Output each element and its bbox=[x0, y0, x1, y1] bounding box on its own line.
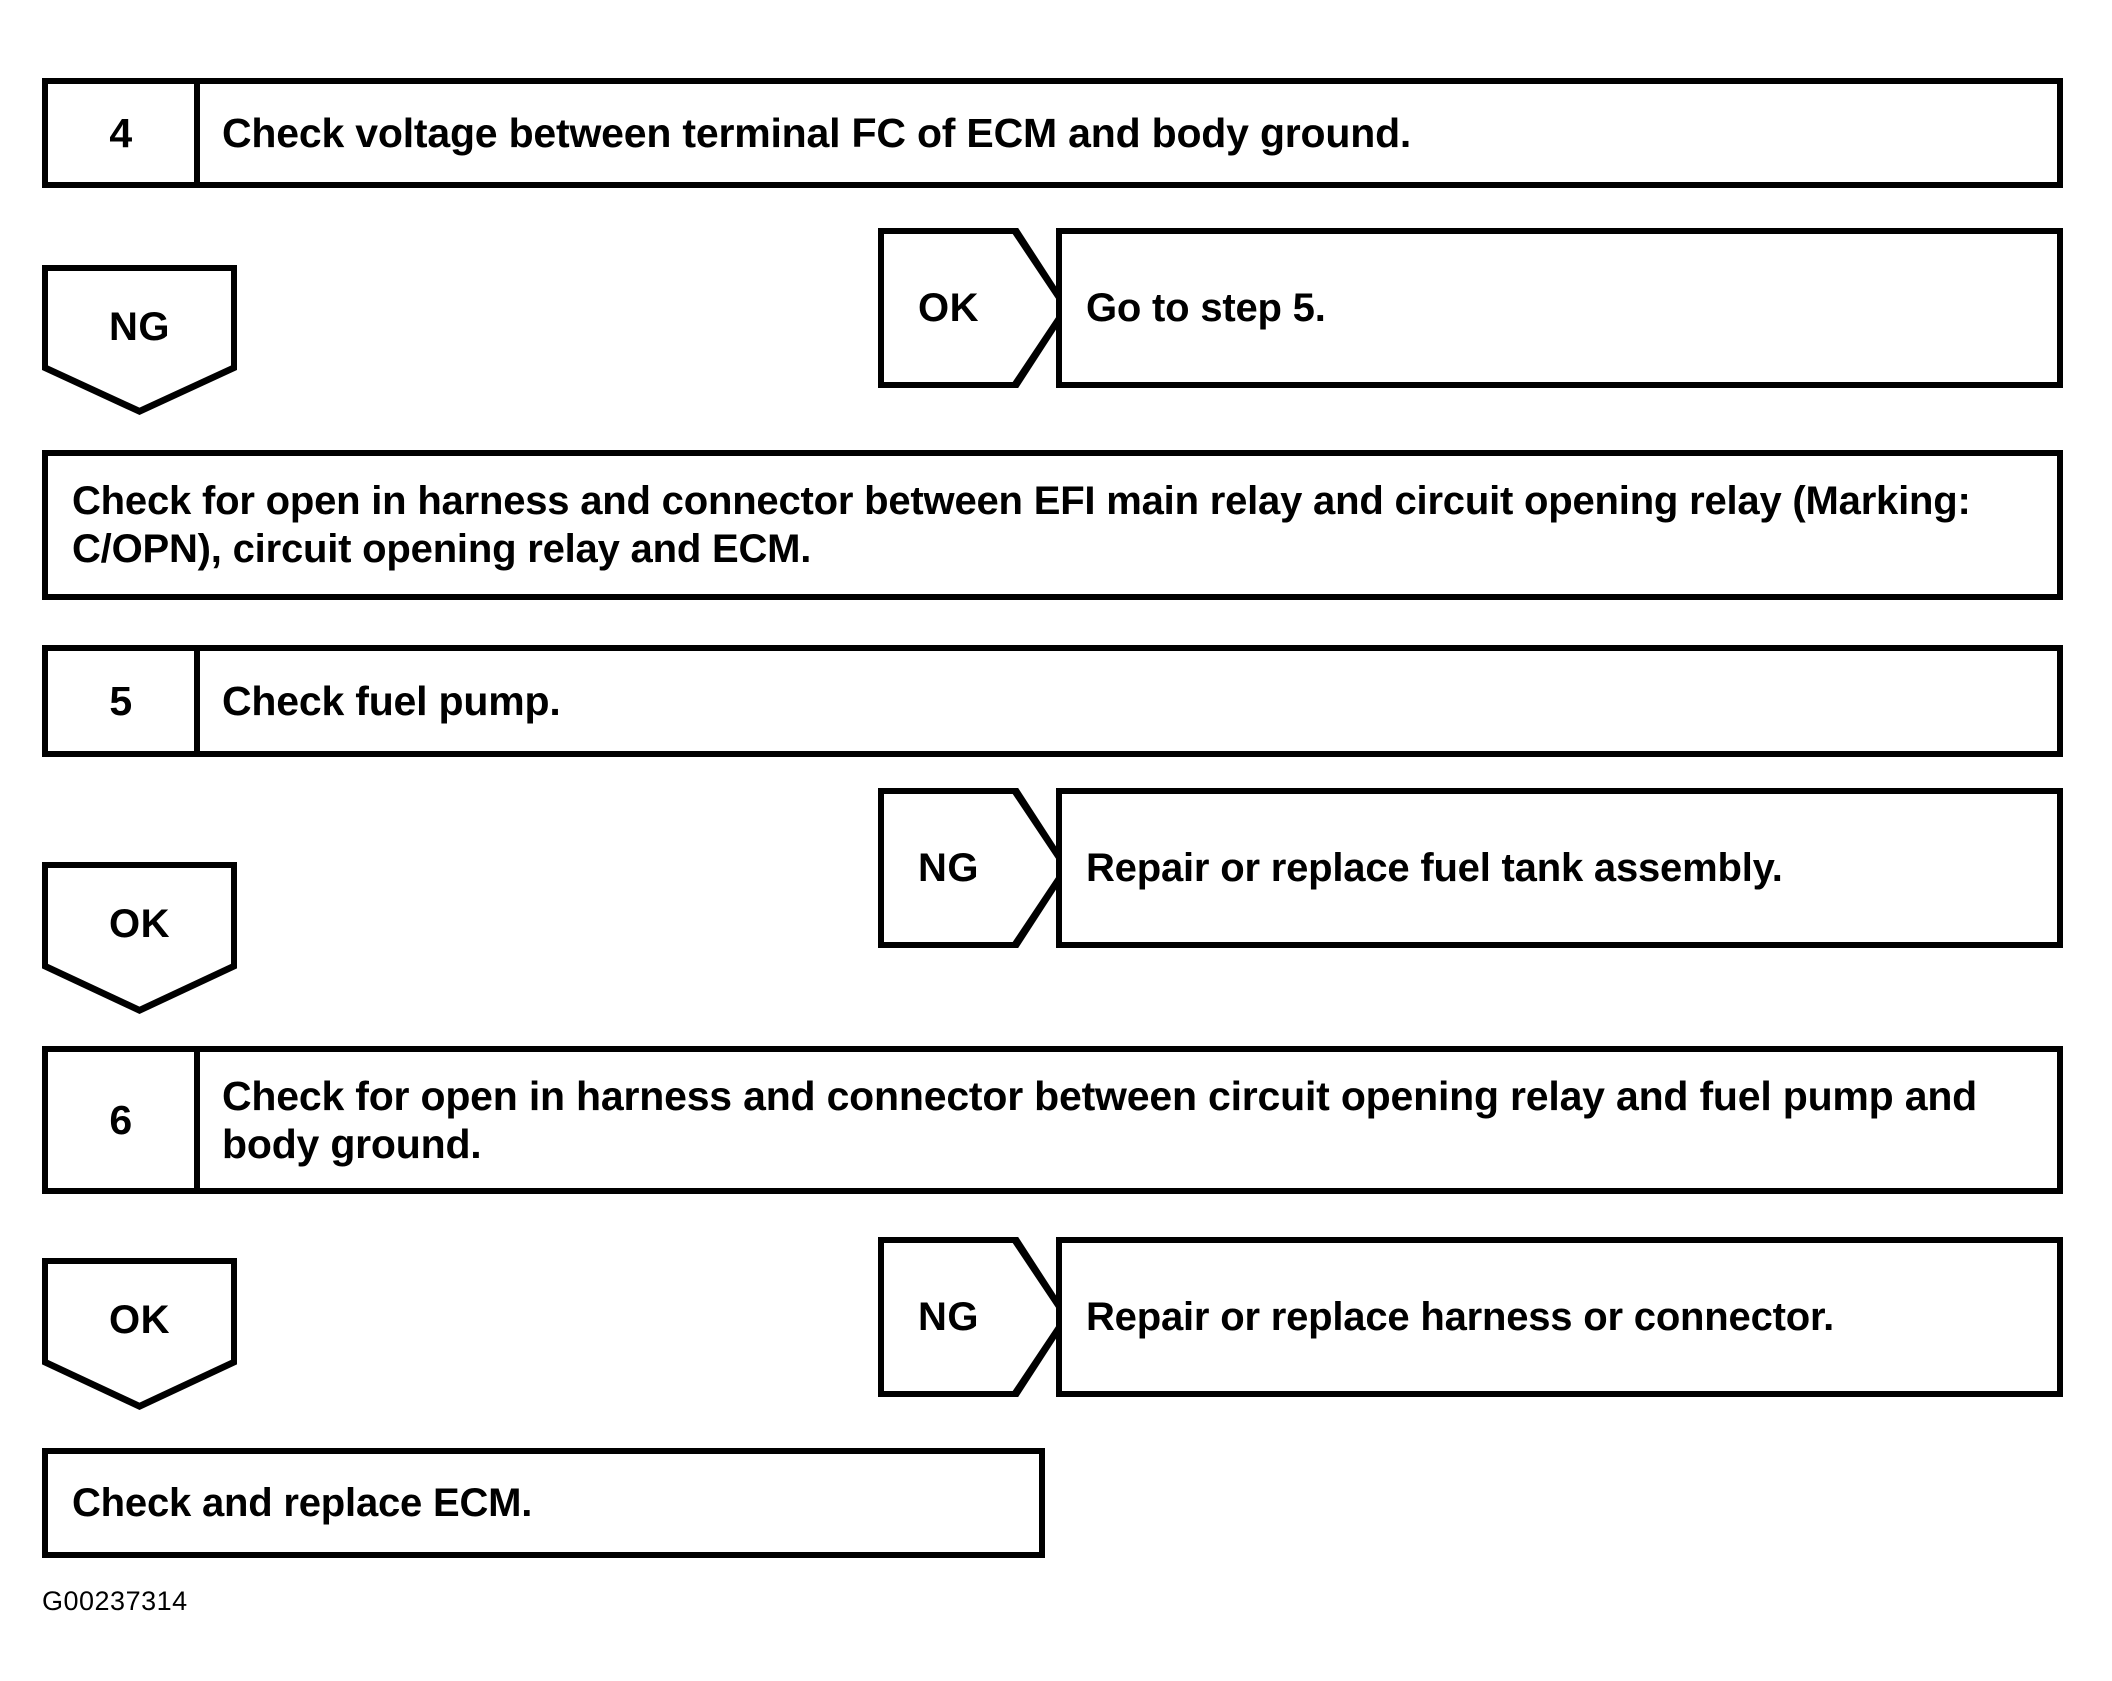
step-6-ng-label: NG bbox=[918, 1294, 979, 1339]
step-6-header: 6 Check for open in harness and connecto… bbox=[42, 1046, 2063, 1194]
final-action-box: Check and replace ECM. bbox=[42, 1448, 1045, 1558]
step-4-header: 4 Check voltage between terminal FC of E… bbox=[42, 78, 2063, 188]
step-4-ok-arrow-inner: OK bbox=[884, 234, 1063, 382]
step-6-number: 6 bbox=[48, 1052, 200, 1188]
step-5-ng-arrow-inner: NG bbox=[884, 794, 1063, 942]
step-6-title: Check for open in harness and connector … bbox=[222, 1072, 1978, 1167]
step-5-header: 5 Check fuel pump. bbox=[42, 645, 2063, 757]
step-6-ok-arrow-inner: OK bbox=[48, 1264, 231, 1403]
step-4-ok-label: OK bbox=[918, 285, 979, 330]
step-4-ng-action-text: Check for open in harness and connector … bbox=[72, 479, 1971, 571]
step-5-title: Check fuel pump. bbox=[222, 677, 561, 724]
step-6-ng-result-text: Repair or replace harness or connector. bbox=[1086, 1295, 1835, 1339]
step-4-ok-arrow: OK bbox=[878, 228, 1070, 388]
step-5-ok-label: OK bbox=[109, 902, 170, 946]
step-5-ok-arrow: OK bbox=[42, 862, 237, 1014]
step-4-ok-result-box: Go to step 5. bbox=[1056, 228, 2063, 388]
figure-id: G00237314 bbox=[42, 1586, 188, 1616]
step-4-ng-arrow: NG bbox=[42, 265, 237, 415]
step-4-ng-label: NG bbox=[109, 305, 170, 349]
step-5-number: 5 bbox=[48, 651, 200, 751]
step-6-ng-arrow: NG bbox=[878, 1237, 1070, 1397]
step-5-ok-arrow-inner: OK bbox=[48, 868, 231, 1007]
step-5-ng-result-box: Repair or replace fuel tank assembly. bbox=[1056, 788, 2063, 948]
step-6-ng-result-box: Repair or replace harness or connector. bbox=[1056, 1237, 2063, 1397]
step-4-number: 4 bbox=[48, 84, 200, 182]
step-5-ng-result-text: Repair or replace fuel tank assembly. bbox=[1086, 846, 1783, 890]
step-4-ng-arrow-inner: NG bbox=[48, 271, 231, 408]
step-4-ok-result-text: Go to step 5. bbox=[1086, 286, 1326, 330]
step-5-ng-label: NG bbox=[918, 845, 979, 890]
step-6-ok-arrow: OK bbox=[42, 1258, 237, 1410]
step-4-ng-action-box: Check for open in harness and connector … bbox=[42, 450, 2063, 600]
step-4-title: Check voltage between terminal FC of ECM… bbox=[222, 109, 1412, 156]
step-6-ok-label: OK bbox=[109, 1298, 170, 1342]
step-5-ng-arrow: NG bbox=[878, 788, 1070, 948]
step-6-ng-arrow-inner: NG bbox=[884, 1243, 1063, 1391]
final-action-text: Check and replace ECM. bbox=[72, 1481, 533, 1525]
